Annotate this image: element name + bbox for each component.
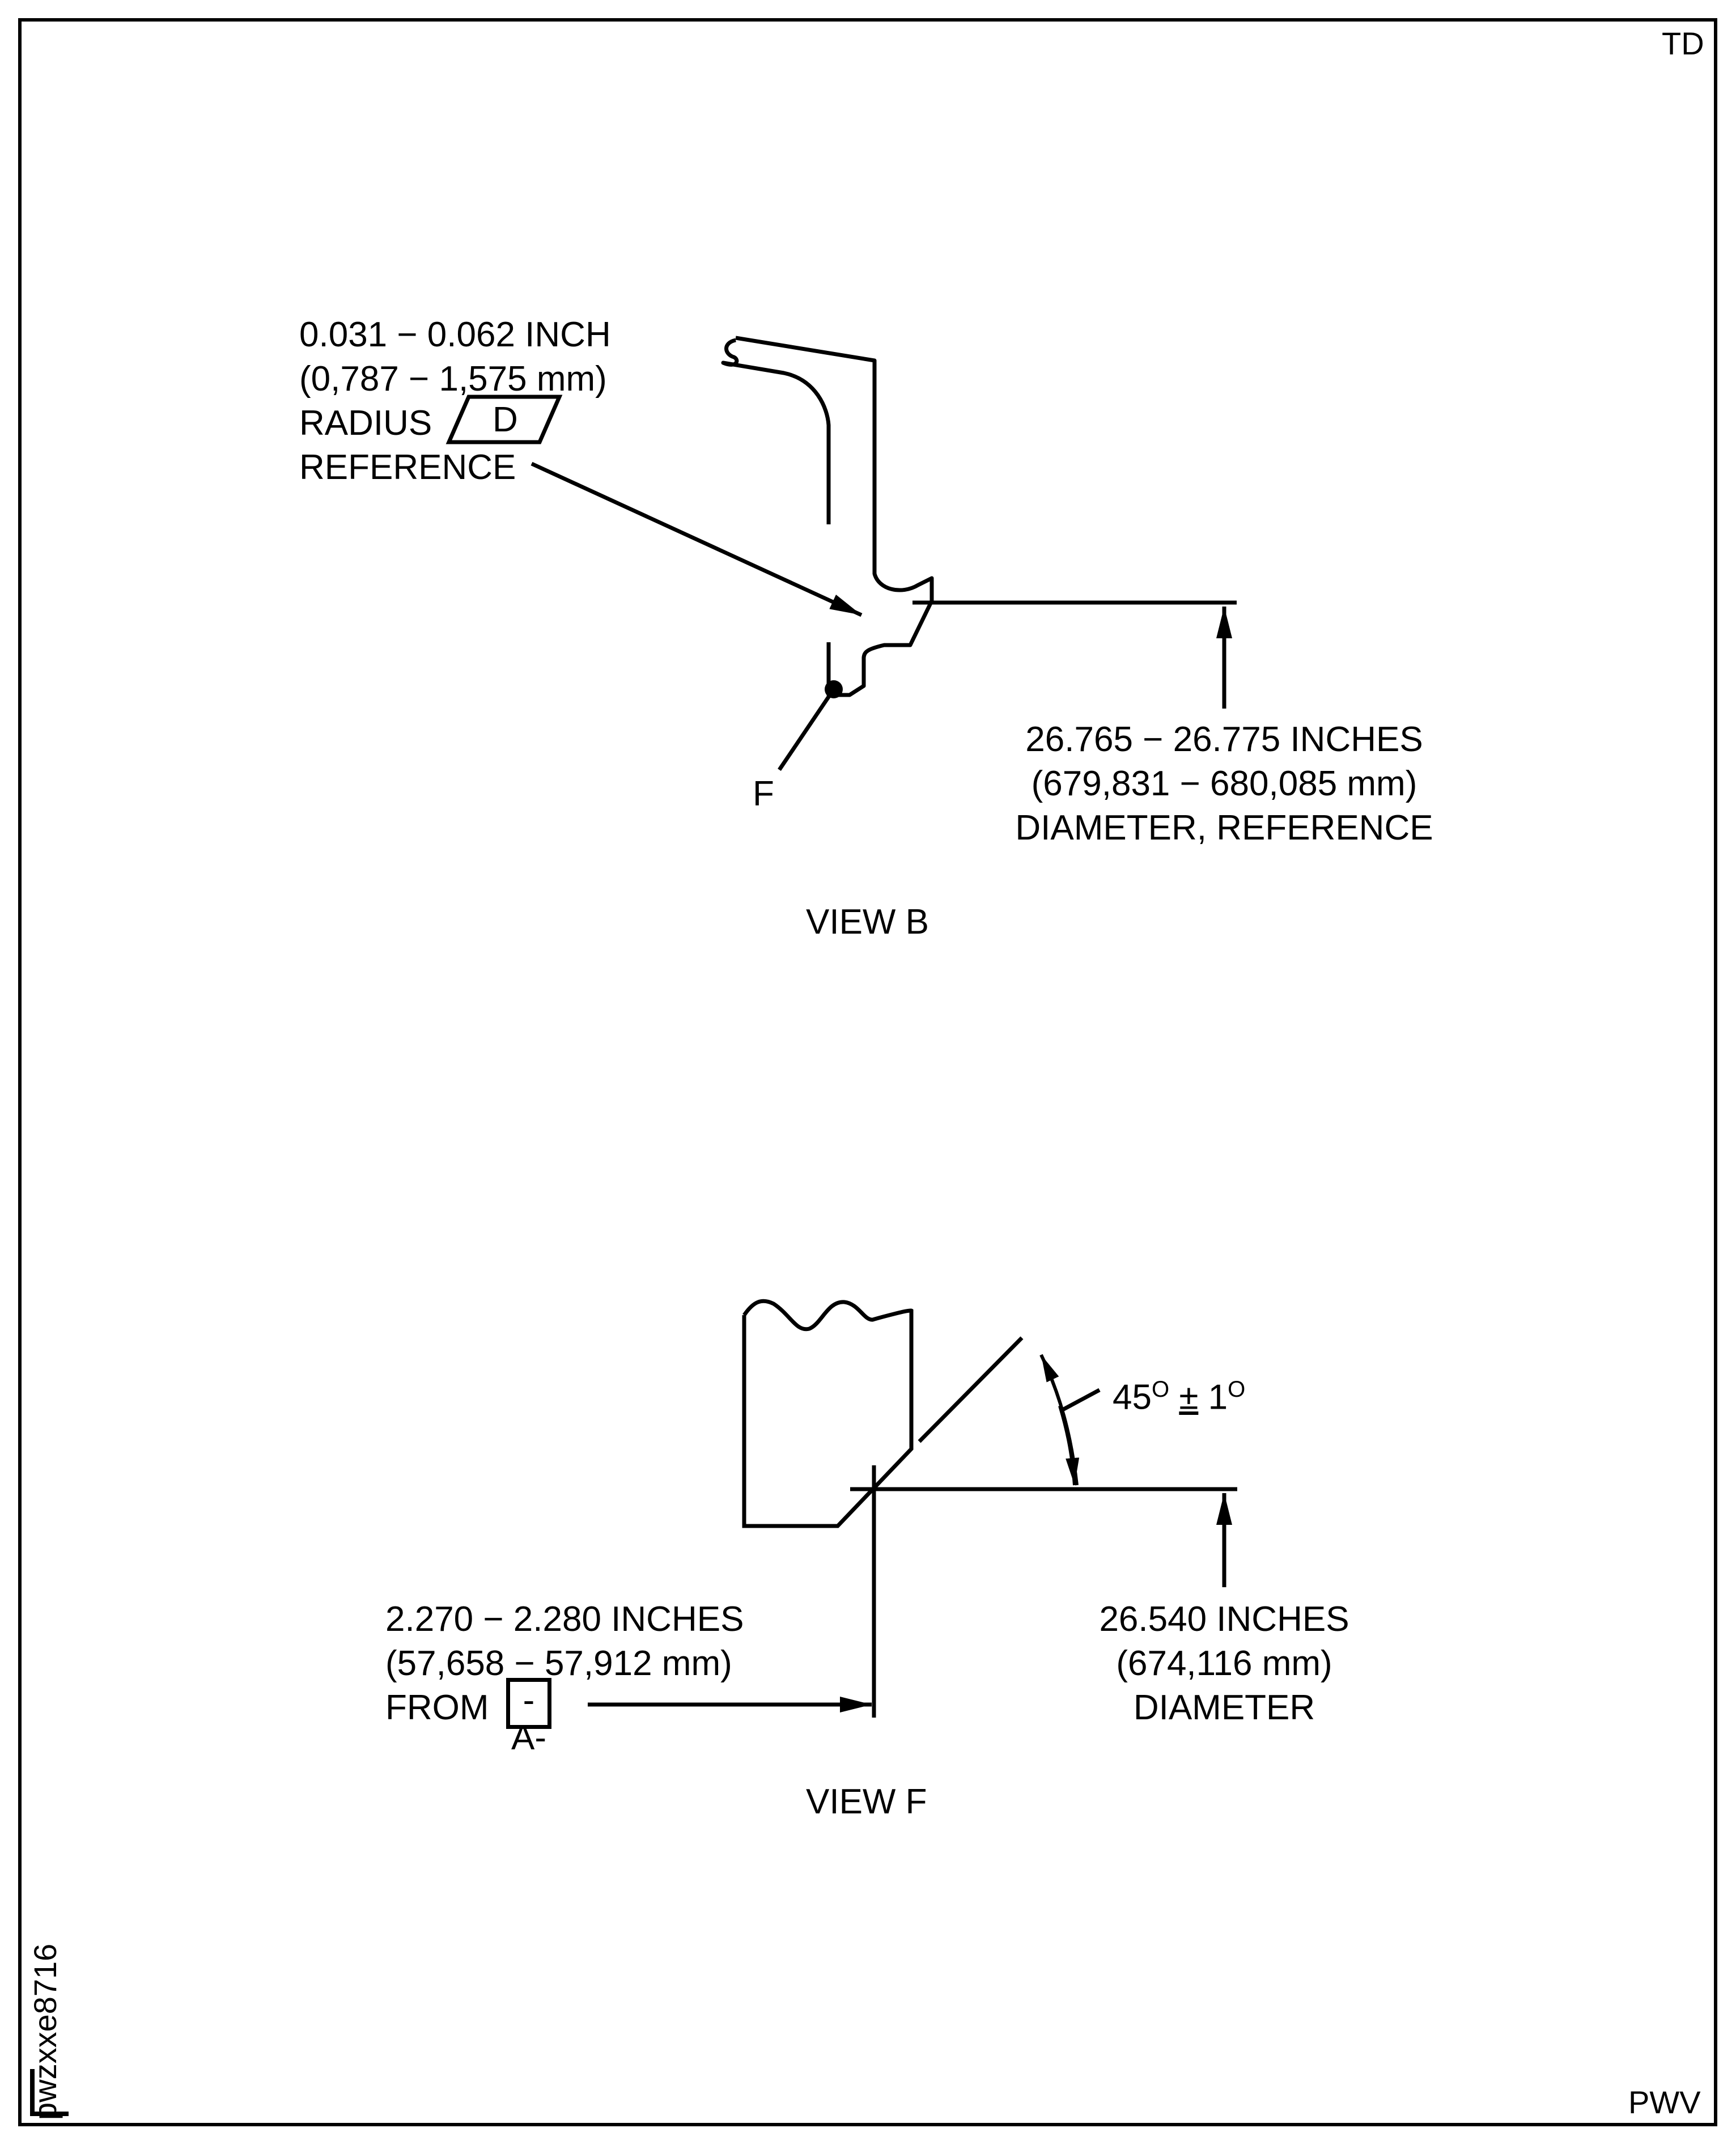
view-b-part-outline-right: [735, 336, 934, 697]
view-b-diameter-reference: DIAMETER, REFERENCE: [1015, 808, 1433, 847]
view-b-diameter-inches: 26.765 − 26.775 INCHES: [1025, 720, 1423, 759]
radius-callout-radius: RADIUS: [299, 404, 432, 443]
view-f-part: [742, 1299, 914, 1528]
radius-callout-reference: REFERENCE: [299, 448, 516, 487]
datum-d-parallelogram: [445, 395, 563, 444]
view-b-radius-leader: [530, 461, 863, 617]
point-f-leader: [778, 688, 835, 771]
offset-callout: 2.270 − 2.280 INCHES (57,658 − 57,912 mm…: [385, 1597, 744, 1730]
angle-value: 45: [1113, 1377, 1152, 1417]
view-b-diameter-callout: 26.765 − 26.775 INCHES (679,831 − 680,08…: [998, 718, 1451, 850]
sheet-code-bottom-right: PWV: [1628, 2084, 1701, 2120]
view-b-diameter-mm: (679,831 − 680,085 mm): [1031, 764, 1417, 803]
angle-degree: O: [1151, 1377, 1170, 1402]
angle-tolerance: 1: [1208, 1377, 1228, 1417]
datum-a-box: -A-: [506, 1678, 551, 1757]
datum-a-label: -A-: [511, 1681, 546, 1757]
offset-callout-mm: (57,658 − 57,912 mm): [385, 1644, 732, 1683]
view-f-diameter-inches: 26.540 INCHES: [1099, 1600, 1349, 1639]
view-f-angle-arc-lower: [1058, 1405, 1080, 1486]
offset-callout-from: FROM: [385, 1688, 489, 1727]
view-b-part-outline: [721, 338, 831, 524]
angle-tolerance-sign: ±: [1179, 1377, 1199, 1417]
view-f-chamfer-extension: [918, 1336, 1024, 1443]
datum-d-label: D: [493, 400, 518, 439]
view-f-part-outline: [742, 1299, 914, 1528]
radius-callout-mm: (0,787 − 1,575 mm): [299, 359, 607, 399]
angle-callout: 45O ± 1O: [1113, 1367, 1245, 1420]
view-b-title: VIEW B: [806, 902, 929, 942]
point-f-label: F: [753, 774, 774, 813]
view-f-diameter-label: DIAMETER: [1133, 1688, 1315, 1727]
figure-id-bracket: [30, 2069, 69, 2116]
drawing-border: [18, 18, 1717, 2126]
view-f-angle-leader: [1060, 1388, 1101, 1413]
radius-callout: 0.031 − 0.062 INCH (0,787 − 1,575 mm) RA…: [299, 313, 611, 490]
angle-tolerance-degree: O: [1228, 1377, 1246, 1402]
offset-callout-inches: 2.270 − 2.280 INCHES: [385, 1600, 744, 1639]
view-f-diameter-mm: (674,116 mm): [1116, 1644, 1332, 1683]
view-f-diameter-callout: 26.540 INCHES (674,116 mm) DIAMETER: [998, 1597, 1451, 1730]
sheet-code-top-right: TD: [1662, 26, 1704, 61]
radius-callout-inches: 0.031 − 0.062 INCH: [299, 315, 611, 354]
view-b-part: [721, 336, 934, 697]
view-f-title: VIEW F: [806, 1782, 927, 1821]
